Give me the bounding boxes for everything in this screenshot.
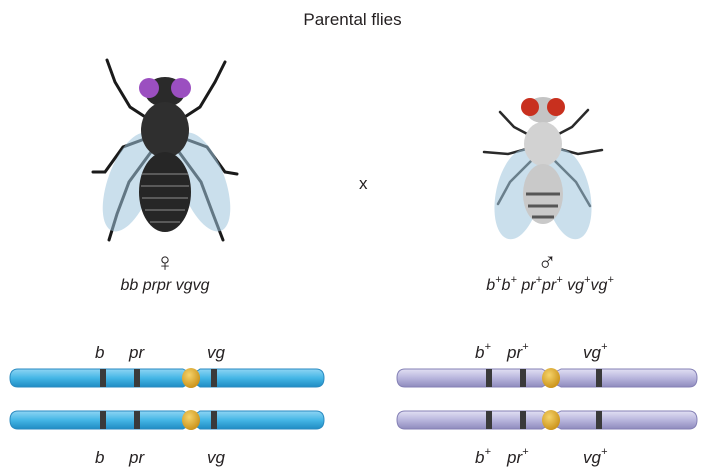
female-fly xyxy=(85,52,245,247)
male-chromosome-pair xyxy=(395,364,700,444)
female-eye-left xyxy=(139,78,159,98)
male-label-pr-bottom: pr+ xyxy=(507,448,529,468)
male-chromosome-bottom xyxy=(397,410,697,430)
cross-symbol: x xyxy=(359,174,368,194)
female-chromosome-pair xyxy=(8,364,328,444)
female-label-vg-top: vg xyxy=(207,343,225,363)
male-label-b-top: b+ xyxy=(475,343,491,363)
female-chromosome-bottom xyxy=(10,410,324,430)
male-genotype: b+b+ pr+pr+ vg+vg+ xyxy=(440,277,660,295)
male-label-vg-top: vg+ xyxy=(583,343,607,363)
male-label-pr-top: pr+ xyxy=(507,343,529,363)
female-label-pr-bottom: pr xyxy=(129,448,144,468)
male-fly xyxy=(478,82,608,247)
female-symbol: ♀ xyxy=(135,247,195,278)
female-label-pr-top: pr xyxy=(129,343,144,363)
female-label-b-bottom: b xyxy=(95,448,104,468)
male-eye-right xyxy=(547,98,565,116)
female-eye-right xyxy=(171,78,191,98)
male-symbol: ♂ xyxy=(517,247,577,278)
male-eye-left xyxy=(521,98,539,116)
figure-title: Parental flies xyxy=(0,10,705,30)
female-chromosome-top xyxy=(10,368,324,388)
male-label-b-bottom: b+ xyxy=(475,448,491,468)
female-genotype: bb prpr vgvg xyxy=(65,277,265,295)
male-label-vg-bottom: vg+ xyxy=(583,448,607,468)
male-chromosome-top xyxy=(397,368,697,388)
female-label-vg-bottom: vg xyxy=(207,448,225,468)
female-label-b-top: b xyxy=(95,343,104,363)
